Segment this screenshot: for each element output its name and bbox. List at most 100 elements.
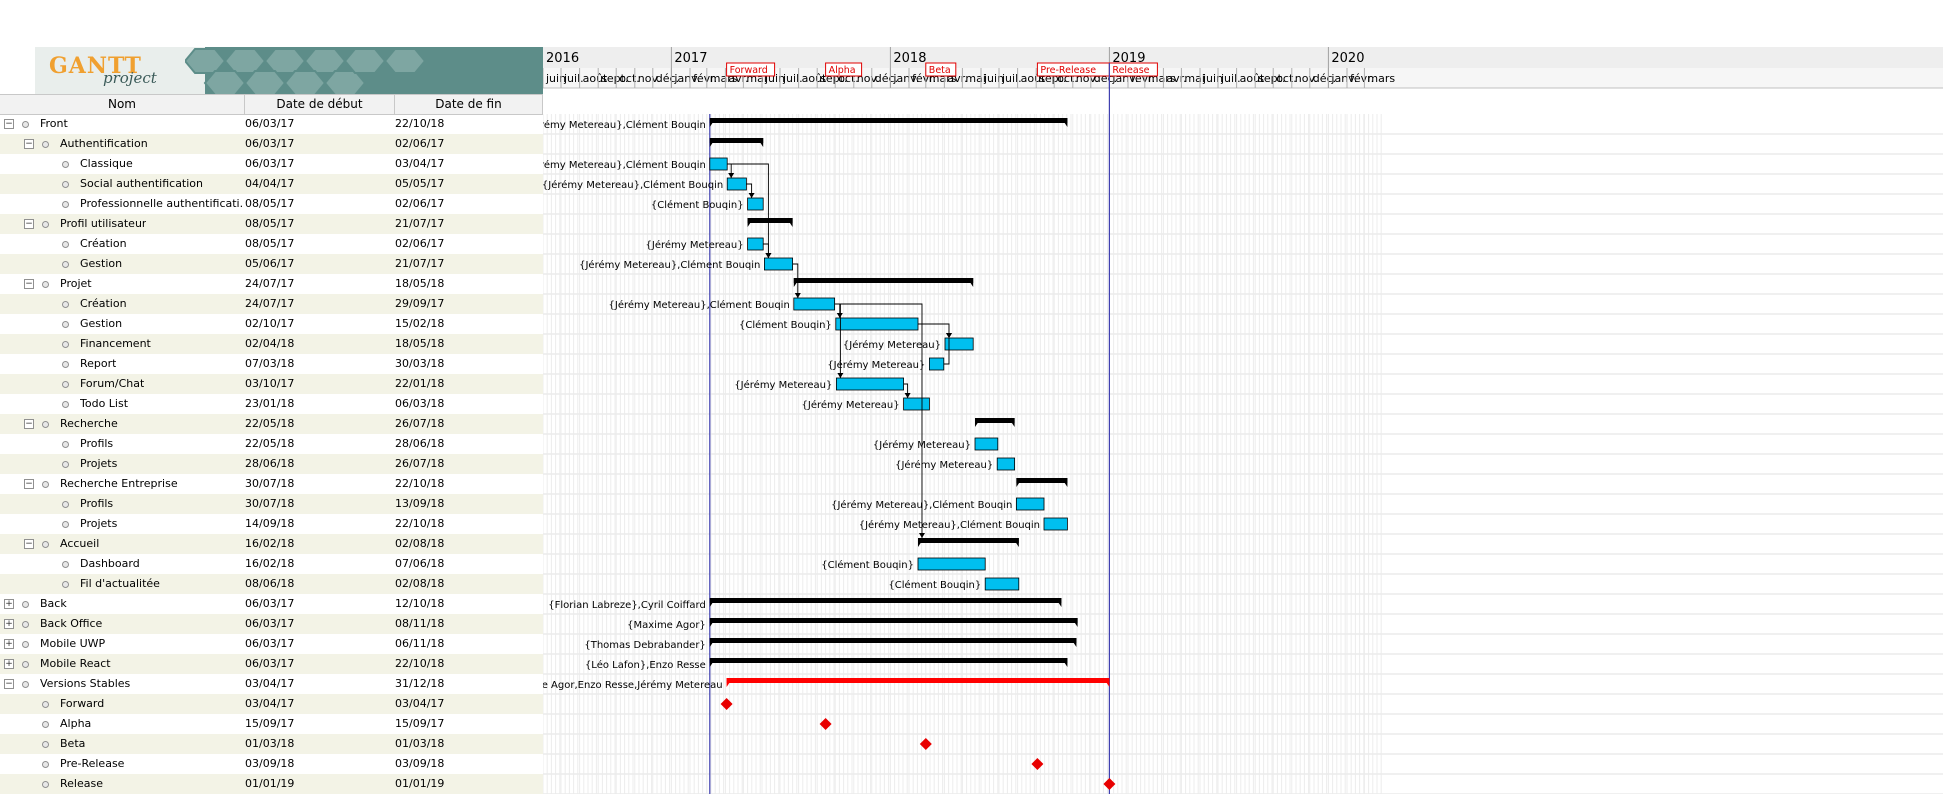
summary-bar[interactable]	[918, 538, 1019, 543]
resource-label: {Clément Bouqin}	[821, 559, 914, 571]
column-header-start[interactable]: Date de début	[245, 95, 395, 114]
task-bar[interactable]	[763, 257, 793, 271]
task-bullet-icon	[42, 761, 49, 768]
column-header-name[interactable]: Nom	[0, 95, 245, 114]
summary-bar[interactable]	[709, 618, 1078, 623]
task-bar[interactable]	[835, 377, 904, 391]
collapse-icon[interactable]: −	[24, 479, 34, 489]
expand-icon[interactable]: +	[4, 639, 14, 649]
task-name: Recherche Entreprise	[60, 477, 178, 490]
summary-bar[interactable]	[975, 418, 1015, 423]
task-start-date: 16/02/18	[245, 537, 295, 550]
task-bar[interactable]	[996, 457, 1016, 471]
collapse-icon[interactable]: −	[24, 139, 34, 149]
milestone-diamond[interactable]	[819, 718, 832, 730]
expand-icon[interactable]: +	[4, 619, 14, 629]
summary-bar[interactable]	[709, 118, 1068, 123]
milestone-diamond[interactable]	[1103, 778, 1116, 790]
summary-bar-start-cap	[709, 138, 716, 147]
task-bar[interactable]	[1043, 517, 1068, 531]
task-end-date: 02/08/18	[395, 537, 445, 550]
resource-label: {Clément Bouqin}	[739, 319, 832, 331]
milestone-diamond[interactable]	[919, 738, 932, 750]
expand-icon[interactable]: +	[4, 599, 14, 609]
milestone-diamond[interactable]	[1031, 758, 1044, 770]
task-bar[interactable]	[917, 557, 986, 571]
milestone-diamond[interactable]	[720, 698, 733, 710]
summary-bar[interactable]	[747, 218, 793, 223]
summary-bar[interactable]	[709, 138, 764, 143]
task-bar[interactable]	[726, 177, 747, 191]
task-bar[interactable]	[944, 337, 974, 351]
task-bar[interactable]	[1015, 497, 1045, 511]
task-bar[interactable]	[974, 437, 999, 451]
summary-bar-start-cap	[918, 538, 924, 547]
task-row[interactable]: Professionnelle authentificati...08/05/1…	[0, 194, 543, 214]
column-header-end[interactable]: Date de fin	[395, 95, 543, 114]
summary-bar-end-cap	[1055, 598, 1062, 607]
task-name: Alpha	[60, 717, 92, 730]
task-bullet-icon	[42, 721, 49, 728]
task-end-date: 28/06/18	[395, 437, 445, 450]
collapse-icon[interactable]: −	[4, 679, 14, 689]
collapse-icon[interactable]: −	[24, 279, 34, 289]
collapse-icon[interactable]: −	[24, 419, 34, 429]
task-bar[interactable]	[747, 237, 764, 251]
summary-bar[interactable]	[793, 278, 974, 283]
critical-summary-bar[interactable]	[726, 678, 1110, 683]
summary-bar[interactable]	[709, 658, 1068, 663]
resource-label: {Clément Bouqin}	[651, 199, 744, 211]
summary-bar[interactable]	[709, 598, 1062, 603]
task-bar[interactable]	[835, 317, 919, 331]
task-bar[interactable]	[903, 397, 930, 411]
month-label: déc.	[1313, 72, 1336, 85]
task-bar[interactable]	[793, 297, 836, 311]
task-bar[interactable]	[709, 157, 728, 171]
collapse-icon[interactable]: −	[4, 119, 14, 129]
summary-bar[interactable]	[1016, 478, 1068, 483]
task-bullet-icon	[62, 521, 69, 528]
task-bar[interactable]	[928, 357, 945, 371]
expand-icon[interactable]: +	[4, 659, 14, 669]
summary-bar[interactable]	[709, 638, 1077, 643]
collapse-icon[interactable]: −	[24, 539, 34, 549]
collapse-icon[interactable]: −	[24, 219, 34, 229]
task-bar[interactable]	[747, 197, 764, 211]
resource-label: homas Debrabander,Maxime Agor,Enzo Resse…	[543, 679, 723, 691]
task-bar[interactable]	[984, 577, 1020, 591]
task-name: Financement	[80, 337, 151, 350]
